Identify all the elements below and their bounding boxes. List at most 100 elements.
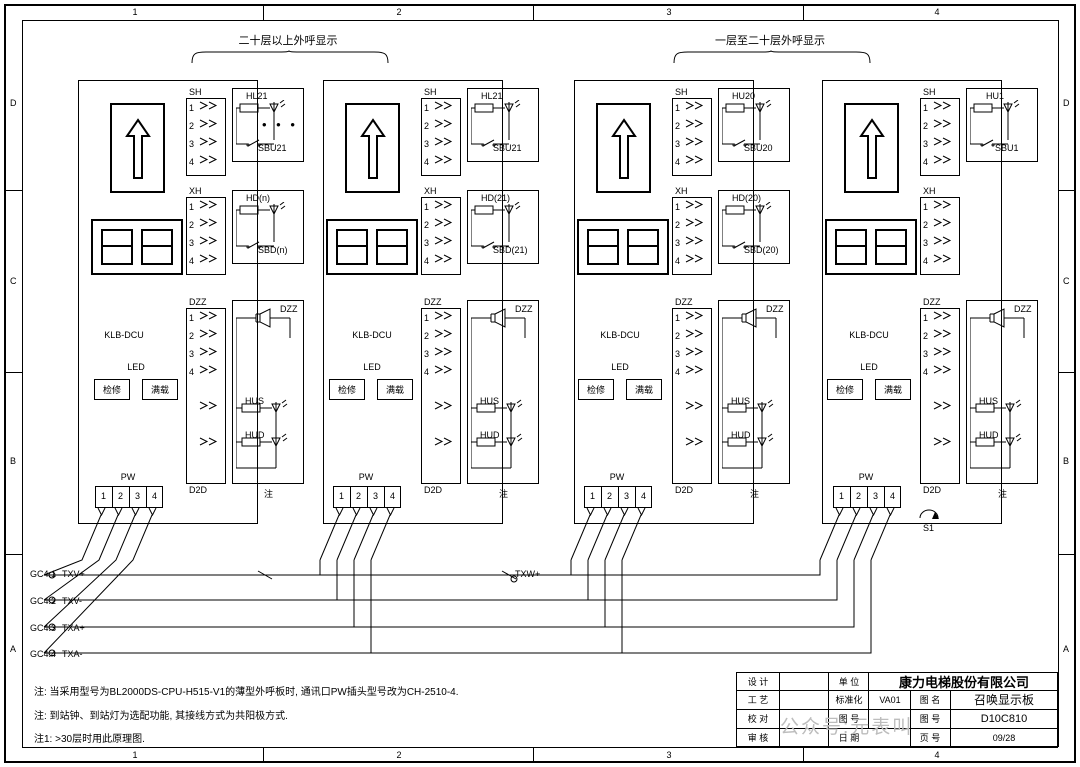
panel-1-xh-pin-1: 1 <box>189 202 195 212</box>
panel-1-led-label: LED <box>127 362 145 372</box>
panel-4-dzz-pin-4: 4 <box>923 367 929 377</box>
panel-2-top-switch-label: SBU21 <box>493 143 522 153</box>
panel-2-dzz-label: DZZ <box>424 297 442 307</box>
panel-3-pw-pin-arrows <box>586 508 646 517</box>
panel-2-bottom-circuit <box>467 300 539 484</box>
bus-terminal-2: GC4.2 <box>30 596 57 606</box>
panel-3-btn-inspect[interactable]: 检修 <box>578 379 614 400</box>
panel-3-btn-fullload[interactable]: 满载 <box>626 379 662 400</box>
panel-4-xh-pin-1: 1 <box>923 202 929 212</box>
panel-3-sh-arrows <box>685 101 704 164</box>
panel-3-outline <box>574 80 754 524</box>
panel-3-sh-pin-1: 1 <box>675 103 681 113</box>
panel-3-xh-label: XH <box>675 186 688 196</box>
zone-label-bot-1: 1 <box>132 750 138 760</box>
panel-3-xh-pin-4: 4 <box>675 256 681 266</box>
bus-line-name-3: TXA+ <box>62 623 85 633</box>
panel-1-top-circuit <box>232 88 304 162</box>
panel-1-top-lamp-label: HL21 <box>246 91 268 101</box>
panel-1-dzz-label: DZZ <box>189 297 207 307</box>
titleblock-label-design: 设 计 <box>747 677 769 687</box>
titleblock-label-date: 日 期 <box>838 733 860 743</box>
panel-4-up-arrow-icon <box>859 118 885 179</box>
panel-2-sh-pin-1: 1 <box>424 103 430 113</box>
zone-label-bot-4: 4 <box>934 750 940 760</box>
panel-1-btn-inspect[interactable]: 检修 <box>94 379 130 400</box>
zone-label-top-4: 4 <box>934 7 940 17</box>
bus-line-name-4: TXA- <box>62 649 83 659</box>
titleblock-value-page: 09/28 <box>992 732 1016 743</box>
panel-3-top-lamp-label: HU20 <box>732 91 756 101</box>
panel-3-sh-pin-2: 2 <box>675 121 681 131</box>
panel-3-led-label: LED <box>611 362 629 372</box>
panel-1-xh-pin-2: 2 <box>189 220 195 230</box>
zone-tick-top-3 <box>803 4 804 20</box>
panel-1-board-label: KLB-DCU <box>104 330 144 340</box>
panel-2-hud-label: HUD <box>480 430 500 440</box>
panel-2-btn-inspect[interactable]: 检修 <box>329 379 365 400</box>
panel-3-hud-label: HUD <box>731 430 751 440</box>
panel-3-xh-connector <box>672 197 712 275</box>
panel-3-hus-label: HUS <box>731 396 751 406</box>
zone-label-right-a: A <box>1063 644 1070 654</box>
bus-line-name-2: TXV- <box>62 596 83 606</box>
panel-1-btn-fullload[interactable]: 满载 <box>142 379 178 400</box>
panel-2-mid-circuit <box>467 190 539 264</box>
panel-3-arrow-box <box>596 103 651 193</box>
panel-1-display-box <box>91 219 183 275</box>
zone-label-left-c: C <box>10 276 17 286</box>
panel-1-sh-label: SH <box>189 87 202 97</box>
heading-left: 二十层以上外呼显示 <box>238 35 338 47</box>
panel-4-top-switch-label: SBU1 <box>995 143 1019 153</box>
panel-2-xh-connector <box>421 197 461 275</box>
panel-2-pw-pin-4: 4 <box>390 491 396 501</box>
panel-4-sh-pin-2: 2 <box>923 121 929 131</box>
border-outer-right <box>1074 4 1076 763</box>
panel-1-dzz-pin-2: 2 <box>189 331 195 341</box>
titleblock-label-page: 页 号 <box>919 733 941 743</box>
panel-2-xh-arrows <box>434 200 453 263</box>
panel-4-spk-label: DZZ <box>1014 304 1032 314</box>
panel-4-btn-inspect[interactable]: 检修 <box>827 379 863 400</box>
panel-2-display-box <box>326 219 418 275</box>
panel-3-pw-label: PW <box>609 472 625 482</box>
panel-4-d2d-label: D2D <box>923 485 942 495</box>
panel-3-pw-pin-1: 1 <box>590 491 596 501</box>
panel-3-dzz-arrows <box>685 311 704 446</box>
titleblock-value-num: D10C810 <box>980 712 1028 725</box>
panel-2-btn-fullload[interactable]: 满载 <box>377 379 413 400</box>
border-inner-bottom <box>22 747 1058 748</box>
panel-2-sh-label: SH <box>424 87 437 97</box>
panel-1-pw-pin-arrows <box>97 508 157 517</box>
zone-label-bot-3: 3 <box>666 750 672 760</box>
panel-2-up-arrow-icon <box>360 118 386 179</box>
panel-3-top-circuit-schematic <box>722 100 772 147</box>
titleblock-value-name: 召唤显示板 <box>973 693 1034 707</box>
zone-label-top-3: 3 <box>666 7 672 17</box>
panel-3-dzz-pin-4: 4 <box>675 367 681 377</box>
panel-3-sh-pin-4: 4 <box>675 157 681 167</box>
panel-4-top-circuit <box>966 88 1038 162</box>
panel-3-dzz-label: DZZ <box>675 297 693 307</box>
panel-1-dzz-pin-3: 3 <box>189 349 195 359</box>
zone-tick-right-1 <box>1058 190 1076 191</box>
zone-tick-left-1 <box>4 190 22 191</box>
panel-3-sh-pin-3: 3 <box>675 139 681 149</box>
panel-2-board-label: KLB-DCU <box>352 330 392 340</box>
panel-4-xh-connector <box>920 197 960 275</box>
panel-2-outline <box>323 80 503 524</box>
panel-2-pw-pin-3: 3 <box>373 491 379 501</box>
panel-2-dzz-pin-2: 2 <box>424 331 430 341</box>
panel-3-display-box <box>577 219 669 275</box>
zone-label-left-b: B <box>10 456 17 466</box>
panel-2-xh-pin-3: 3 <box>424 238 430 248</box>
panel-3-top-switch-label: SBU20 <box>744 143 773 153</box>
panel-4-arrow-box <box>844 103 899 193</box>
panel-1-digit-2-bar <box>141 245 173 247</box>
panel-1-xh-label: XH <box>189 186 202 196</box>
panel-4-bottom-circuit <box>966 300 1038 484</box>
panel-4-btn-fullload[interactable]: 满载 <box>875 379 911 400</box>
bus-line-name-1: TXV+ <box>62 569 85 579</box>
bus-mid-label: TXW+ <box>515 569 541 579</box>
panel-3-xh-pin-3: 3 <box>675 238 681 248</box>
